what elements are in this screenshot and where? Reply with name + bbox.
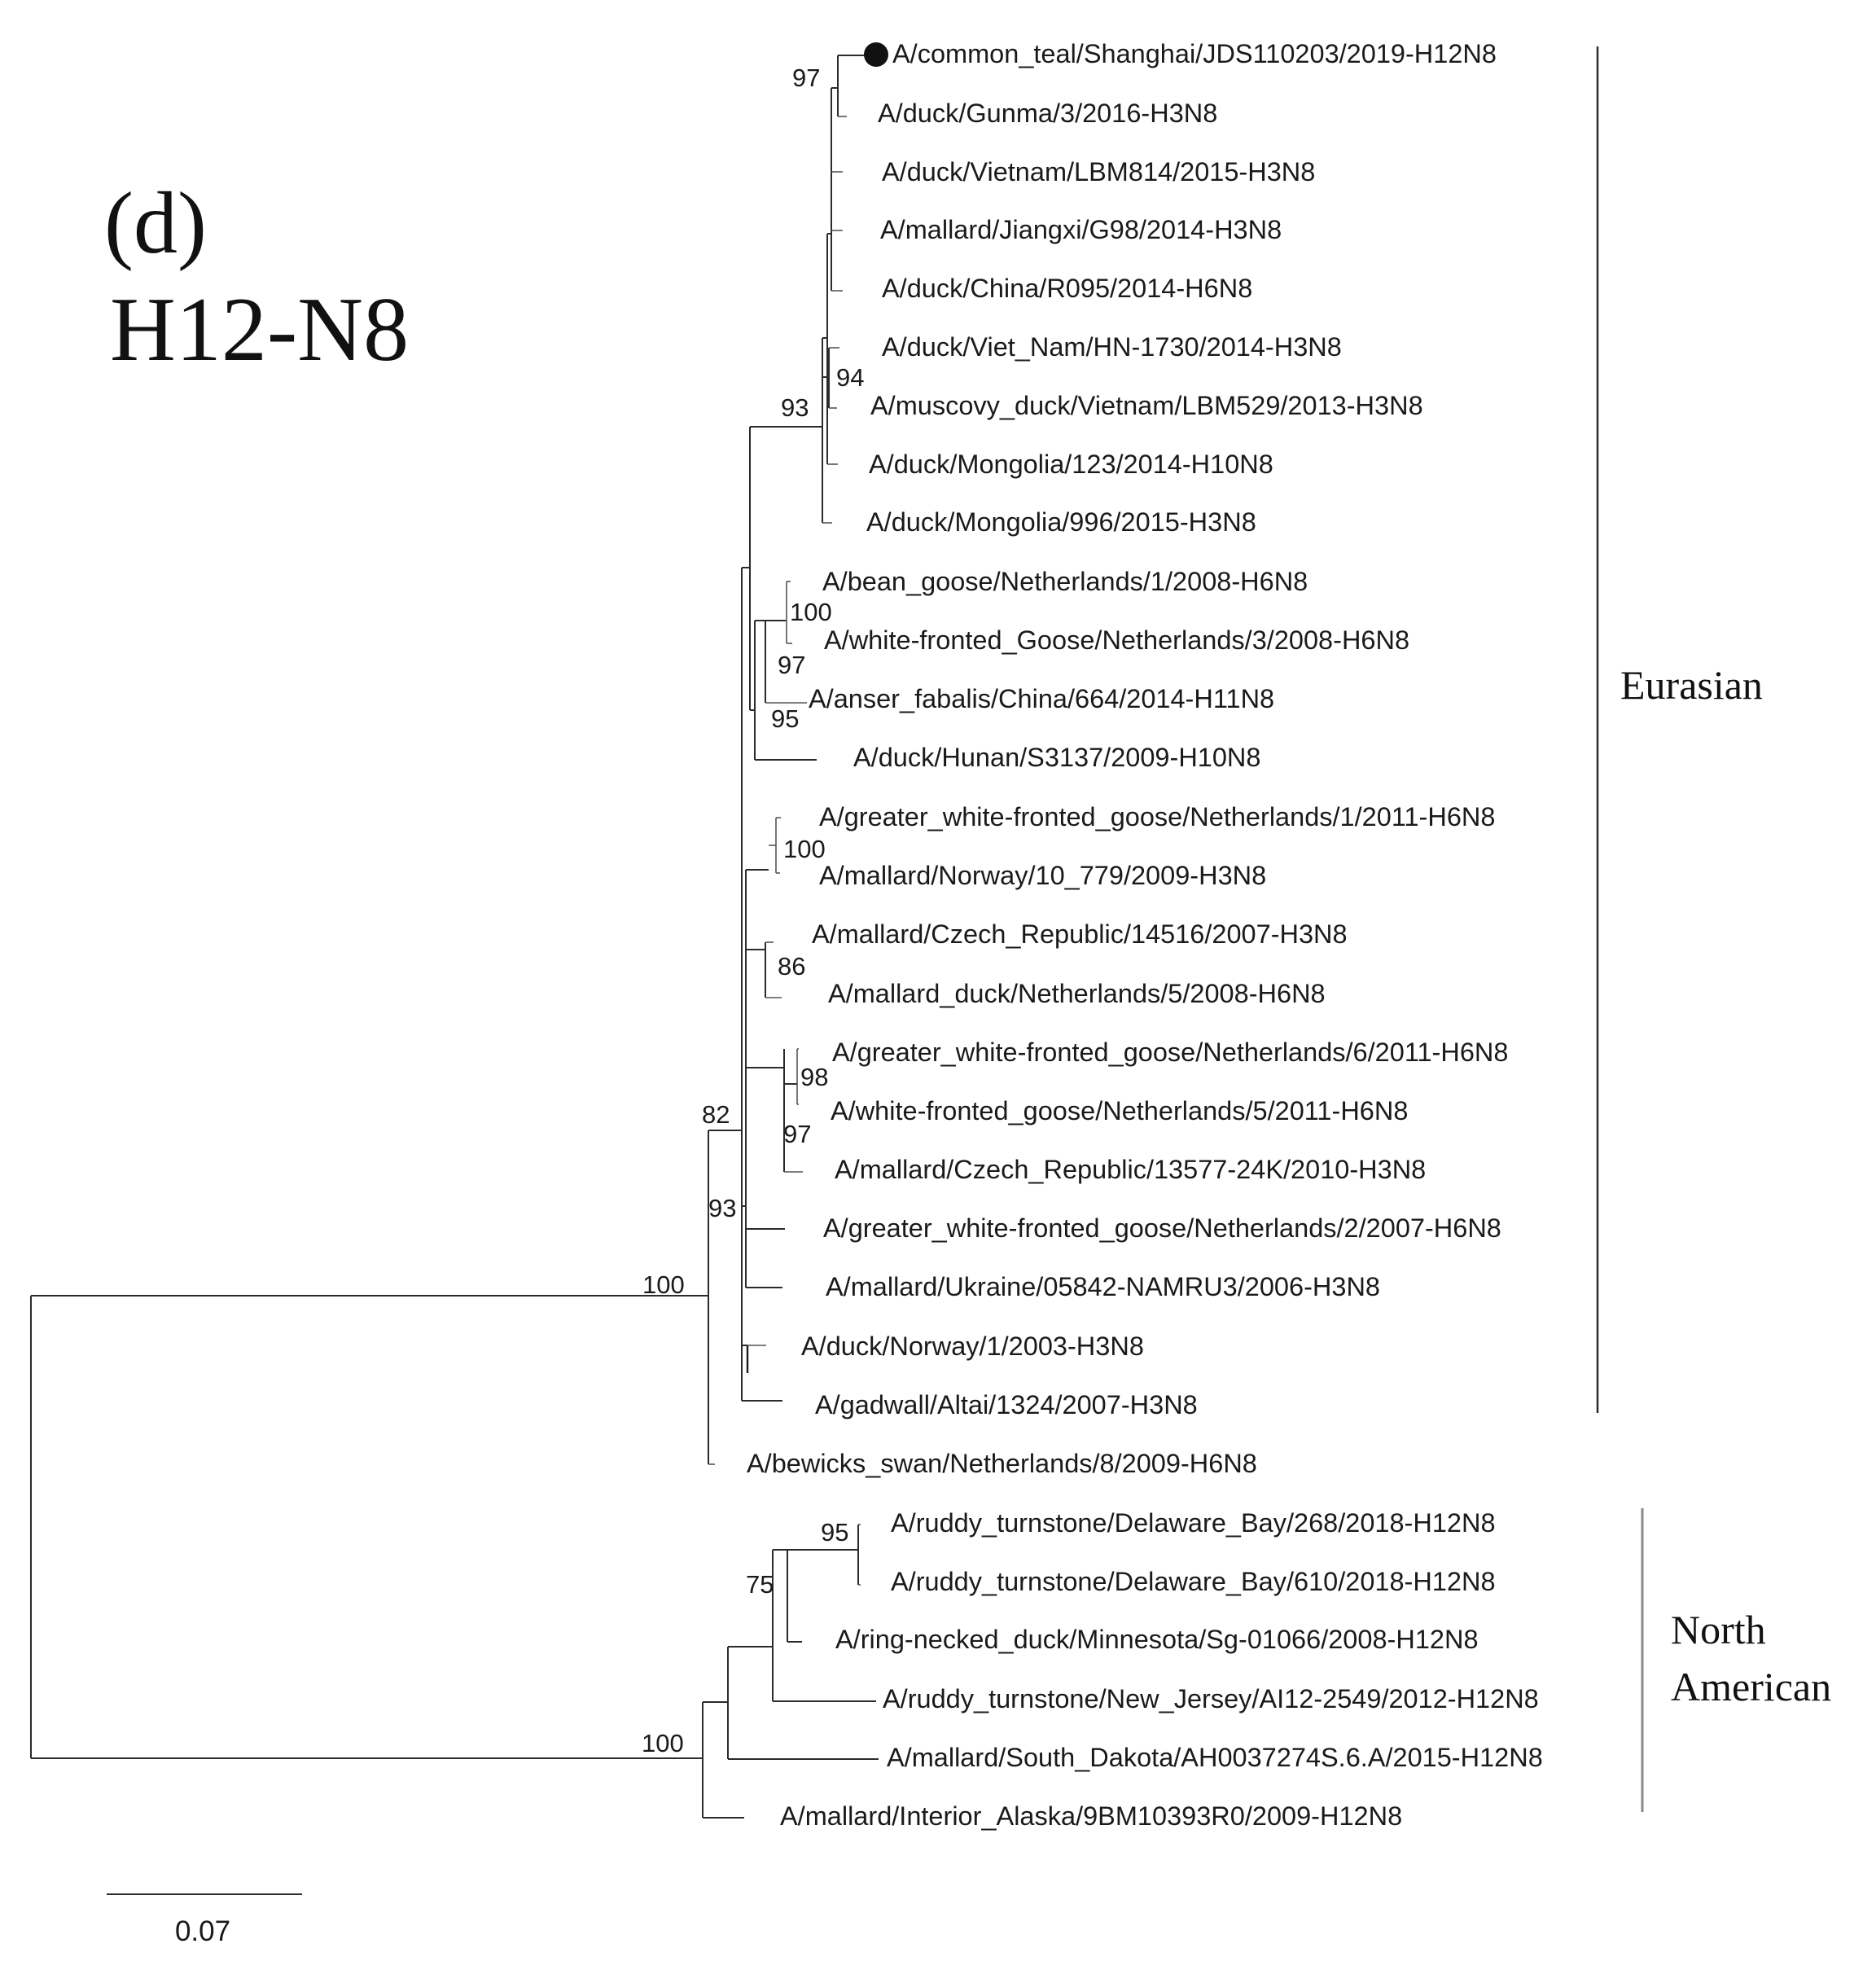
taxon-labels: A/common_teal/Shanghai/JDS110203/2019-H1… <box>747 39 1543 1831</box>
taxon-label: A/mallard/South_Dakota/AH0037274S.6.A/20… <box>887 1743 1543 1772</box>
bootstrap-value: 100 <box>642 1729 684 1757</box>
taxon-label: A/duck/Mongolia/996/2015-H3N8 <box>866 507 1256 537</box>
taxon-label: A/mallard/Ukraine/05842-NAMRU3/2006-H3N8 <box>826 1272 1380 1301</box>
taxon-label: A/mallard/Jiangxi/G98/2014-H3N8 <box>880 215 1282 244</box>
taxon-label: A/duck/Vietnam/LBM814/2015-H3N8 <box>882 157 1315 186</box>
taxon-label: A/greater_white-fronted_goose/Netherland… <box>819 802 1495 831</box>
panel-title: H12-N8 <box>110 279 409 380</box>
taxon-label: A/duck/Viet_Nam/HN-1730/2014-H3N8 <box>882 332 1342 362</box>
taxon-label: A/gadwall/Altai/1324/2007-H3N8 <box>815 1390 1198 1419</box>
taxon-label: A/white-fronted_goose/Netherlands/5/2011… <box>831 1096 1408 1125</box>
taxon-label: A/mallard/Czech_Republic/13577-24K/2010-… <box>835 1155 1426 1184</box>
taxon-label: A/ruddy_turnstone/New_Jersey/AI12-2549/2… <box>883 1684 1539 1713</box>
taxon-label: A/mallard/Norway/10_779/2009-H3N8 <box>819 861 1266 890</box>
taxon-label: A/duck/Mongolia/123/2014-H10N8 <box>869 450 1273 479</box>
panel-letter: (d) <box>104 175 207 272</box>
bootstrap-value: 93 <box>781 393 809 422</box>
study-strain-marker-icon <box>864 42 888 67</box>
bootstrap-value: 93 <box>708 1194 736 1222</box>
scale-bar-value: 0.07 <box>175 1915 230 1947</box>
taxon-label: A/mallard_duck/Netherlands/5/2008-H6N8 <box>828 979 1326 1008</box>
taxon-label: A/mallard/Interior_Alaska/9BM10393R0/200… <box>780 1801 1402 1831</box>
bootstrap-value: 97 <box>792 64 820 92</box>
bootstrap-value: 100 <box>790 598 832 626</box>
taxon-label: A/common_teal/Shanghai/JDS110203/2019-H1… <box>892 39 1497 68</box>
taxon-label: A/duck/Norway/1/2003-H3N8 <box>801 1332 1144 1361</box>
bootstrap-value: 97 <box>778 651 805 679</box>
bootstrap-value: 95 <box>771 704 799 733</box>
bootstrap-value: 75 <box>746 1570 774 1599</box>
north-american-clade-label-line-1: North <box>1671 1607 1766 1652</box>
bootstrap-value: 94 <box>836 363 864 392</box>
bootstrap-value: 95 <box>821 1518 848 1547</box>
taxon-label: A/duck/Gunma/3/2016-H3N8 <box>878 99 1217 128</box>
bootstrap-value: 86 <box>778 952 805 981</box>
taxon-label: A/bewicks_swan/Netherlands/8/2009-H6N8 <box>747 1449 1257 1478</box>
bootstrap-labels: 97 94 93 100 97 95 100 86 98 97 82 93 100 95 75 100 <box>642 64 864 1757</box>
bootstrap-value: 82 <box>702 1100 730 1129</box>
taxon-label: A/ring-necked_duck/Minnesota/Sg-01066/20… <box>835 1625 1479 1654</box>
north-american-clade-label-line-2: American <box>1671 1664 1831 1709</box>
taxon-label: A/duck/Hunan/S3137/2009-H10N8 <box>853 743 1260 772</box>
bootstrap-value: 100 <box>783 835 826 863</box>
taxon-label: A/greater_white-fronted_goose/Netherland… <box>832 1038 1508 1067</box>
bootstrap-value: 98 <box>800 1063 828 1091</box>
taxon-label: A/mallard/Czech_Republic/14516/2007-H3N8 <box>812 919 1348 949</box>
taxon-label: A/greater_white-fronted_goose/Netherland… <box>823 1213 1501 1243</box>
taxon-label: A/bean_goose/Netherlands/1/2008-H6N8 <box>822 567 1308 596</box>
taxon-label: A/muscovy_duck/Vietnam/LBM529/2013-H3N8 <box>870 391 1423 420</box>
taxon-label: A/duck/China/R095/2014-H6N8 <box>882 274 1252 303</box>
taxon-label: A/white-fronted_Goose/Netherlands/3/2008… <box>824 625 1409 655</box>
taxon-label: A/ruddy_turnstone/Delaware_Bay/268/2018-… <box>891 1508 1496 1538</box>
bootstrap-value: 100 <box>642 1270 685 1299</box>
eurasian-clade-label: Eurasian <box>1620 662 1763 708</box>
tree-branches <box>30 55 879 1819</box>
taxon-label: A/anser_fabalis/China/664/2014-H11N8 <box>809 684 1274 713</box>
taxon-label: A/ruddy_turnstone/Delaware_Bay/610/2018-… <box>891 1567 1496 1596</box>
bootstrap-value: 97 <box>783 1120 811 1148</box>
